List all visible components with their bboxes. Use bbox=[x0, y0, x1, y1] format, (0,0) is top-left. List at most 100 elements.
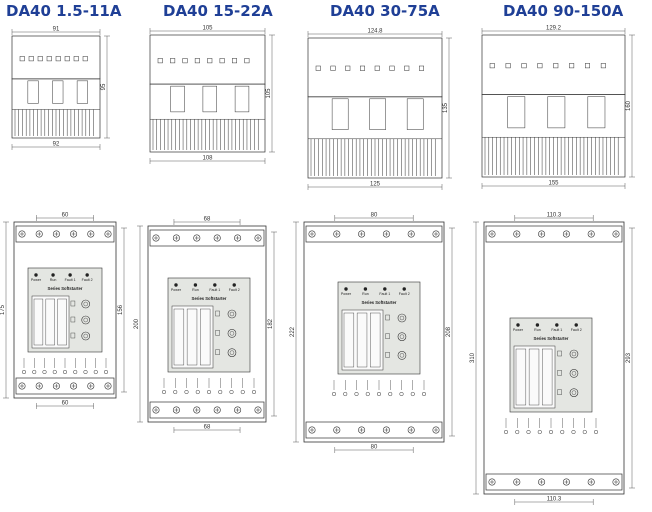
terminal-screw bbox=[193, 406, 201, 414]
terminal-screw bbox=[308, 426, 316, 434]
control-terminal bbox=[83, 369, 88, 375]
dim-mount-top: 68 bbox=[204, 217, 211, 223]
dim-height-right: 182 bbox=[268, 318, 274, 329]
terminal-screw bbox=[172, 234, 180, 242]
terminal-screw bbox=[538, 230, 546, 238]
terminal-screw bbox=[172, 406, 180, 414]
dim-width-bottom: 108 bbox=[202, 156, 213, 162]
dim-width-top: 129.2 bbox=[546, 26, 562, 32]
status-led bbox=[51, 273, 55, 277]
dim-height-left: 310 bbox=[470, 352, 476, 363]
terminal-screw bbox=[234, 406, 242, 414]
model-title-4: DA40 90-150A bbox=[503, 2, 624, 20]
control-terminal bbox=[21, 369, 27, 375]
dim-height-left: 200 bbox=[134, 318, 140, 329]
control-terminal bbox=[229, 389, 234, 395]
control-terminal bbox=[251, 389, 257, 395]
terminal-screw bbox=[407, 230, 415, 238]
dim-height-right: 293 bbox=[626, 352, 632, 363]
terminal-screw bbox=[104, 230, 112, 238]
dim-mount-top: 60 bbox=[62, 213, 69, 219]
top-terminal-strip bbox=[15, 225, 115, 243]
control-terminal bbox=[503, 429, 509, 435]
control-terminal bbox=[161, 389, 167, 395]
lower-housing bbox=[11, 78, 101, 139]
status-led bbox=[34, 273, 38, 277]
bottom-terminal-strip bbox=[485, 473, 623, 491]
terminal-screw bbox=[382, 230, 390, 238]
status-led bbox=[535, 323, 540, 327]
adjust-knob bbox=[397, 351, 407, 360]
terminal-screw bbox=[70, 382, 78, 390]
top-terminal-strip bbox=[149, 229, 265, 247]
dim-height: 105 bbox=[266, 88, 272, 99]
terminal-screw bbox=[52, 382, 60, 390]
terminal-screw bbox=[35, 230, 43, 238]
control-terminal bbox=[73, 369, 78, 375]
led-label: Fault 1 bbox=[551, 328, 562, 332]
control-terminal bbox=[571, 429, 576, 435]
led-label: Run bbox=[362, 292, 369, 296]
control-terminal bbox=[560, 429, 565, 435]
control-terminal bbox=[537, 429, 542, 435]
control-terminal bbox=[206, 389, 212, 395]
led-label: Fault 1 bbox=[65, 278, 76, 282]
model-title-2: DA40 15-22A bbox=[163, 2, 273, 20]
control-terminal bbox=[421, 391, 427, 397]
terminal-screw bbox=[254, 234, 262, 242]
terminal-screw bbox=[432, 230, 440, 238]
adjust-knob bbox=[397, 313, 407, 323]
terminal-screw bbox=[18, 382, 26, 390]
dip-switch-block bbox=[513, 345, 556, 409]
terminal-screw bbox=[612, 230, 620, 238]
bottom-terminal-strip bbox=[15, 377, 115, 395]
terminal-screw bbox=[562, 230, 570, 238]
series-label: Series Softstarter bbox=[48, 286, 83, 291]
terminal-screw bbox=[513, 230, 521, 238]
terminal-screw bbox=[152, 234, 160, 242]
control-terminal bbox=[184, 389, 189, 395]
dim-mount-bottom: 110.3 bbox=[547, 497, 562, 503]
dim-width-bottom: 125 bbox=[370, 182, 381, 188]
dip-switch-block bbox=[341, 309, 384, 371]
adjust-knob bbox=[81, 315, 91, 325]
terminal-screw bbox=[587, 230, 595, 238]
lower-housing bbox=[481, 94, 626, 178]
terminal-screw bbox=[87, 230, 95, 238]
control-terminal bbox=[388, 391, 393, 397]
dim-mount-top: 80 bbox=[371, 213, 378, 219]
terminal-screw bbox=[104, 382, 112, 390]
status-led bbox=[68, 273, 72, 277]
adjust-knob bbox=[569, 369, 579, 378]
control-terminal bbox=[218, 389, 223, 395]
terminal-screw bbox=[152, 406, 160, 414]
control-terminal bbox=[331, 391, 337, 397]
housing-outline bbox=[147, 225, 267, 423]
led-label: Fault 2 bbox=[82, 278, 93, 282]
adjust-knob bbox=[81, 331, 91, 341]
status-led bbox=[193, 283, 198, 287]
control-terminal bbox=[32, 369, 37, 375]
control-terminal bbox=[354, 391, 359, 397]
led-label: Fault 2 bbox=[229, 288, 240, 292]
adjust-knob bbox=[569, 349, 579, 359]
control-terminal bbox=[582, 429, 587, 435]
dip-switch-block bbox=[31, 295, 70, 349]
terminal-screw bbox=[587, 478, 595, 486]
dim-width-bottom: 92 bbox=[53, 142, 60, 148]
terminal-screw bbox=[407, 426, 415, 434]
adjust-knob bbox=[227, 329, 237, 338]
terminal-screw bbox=[234, 234, 242, 242]
control-terminal bbox=[593, 429, 599, 435]
dip-switch-block bbox=[171, 305, 214, 369]
status-led bbox=[402, 287, 406, 291]
control-terminal bbox=[399, 391, 404, 397]
dim-height-right: 208 bbox=[446, 326, 452, 337]
terminal-screw bbox=[488, 230, 496, 238]
adjust-knob bbox=[227, 309, 237, 319]
